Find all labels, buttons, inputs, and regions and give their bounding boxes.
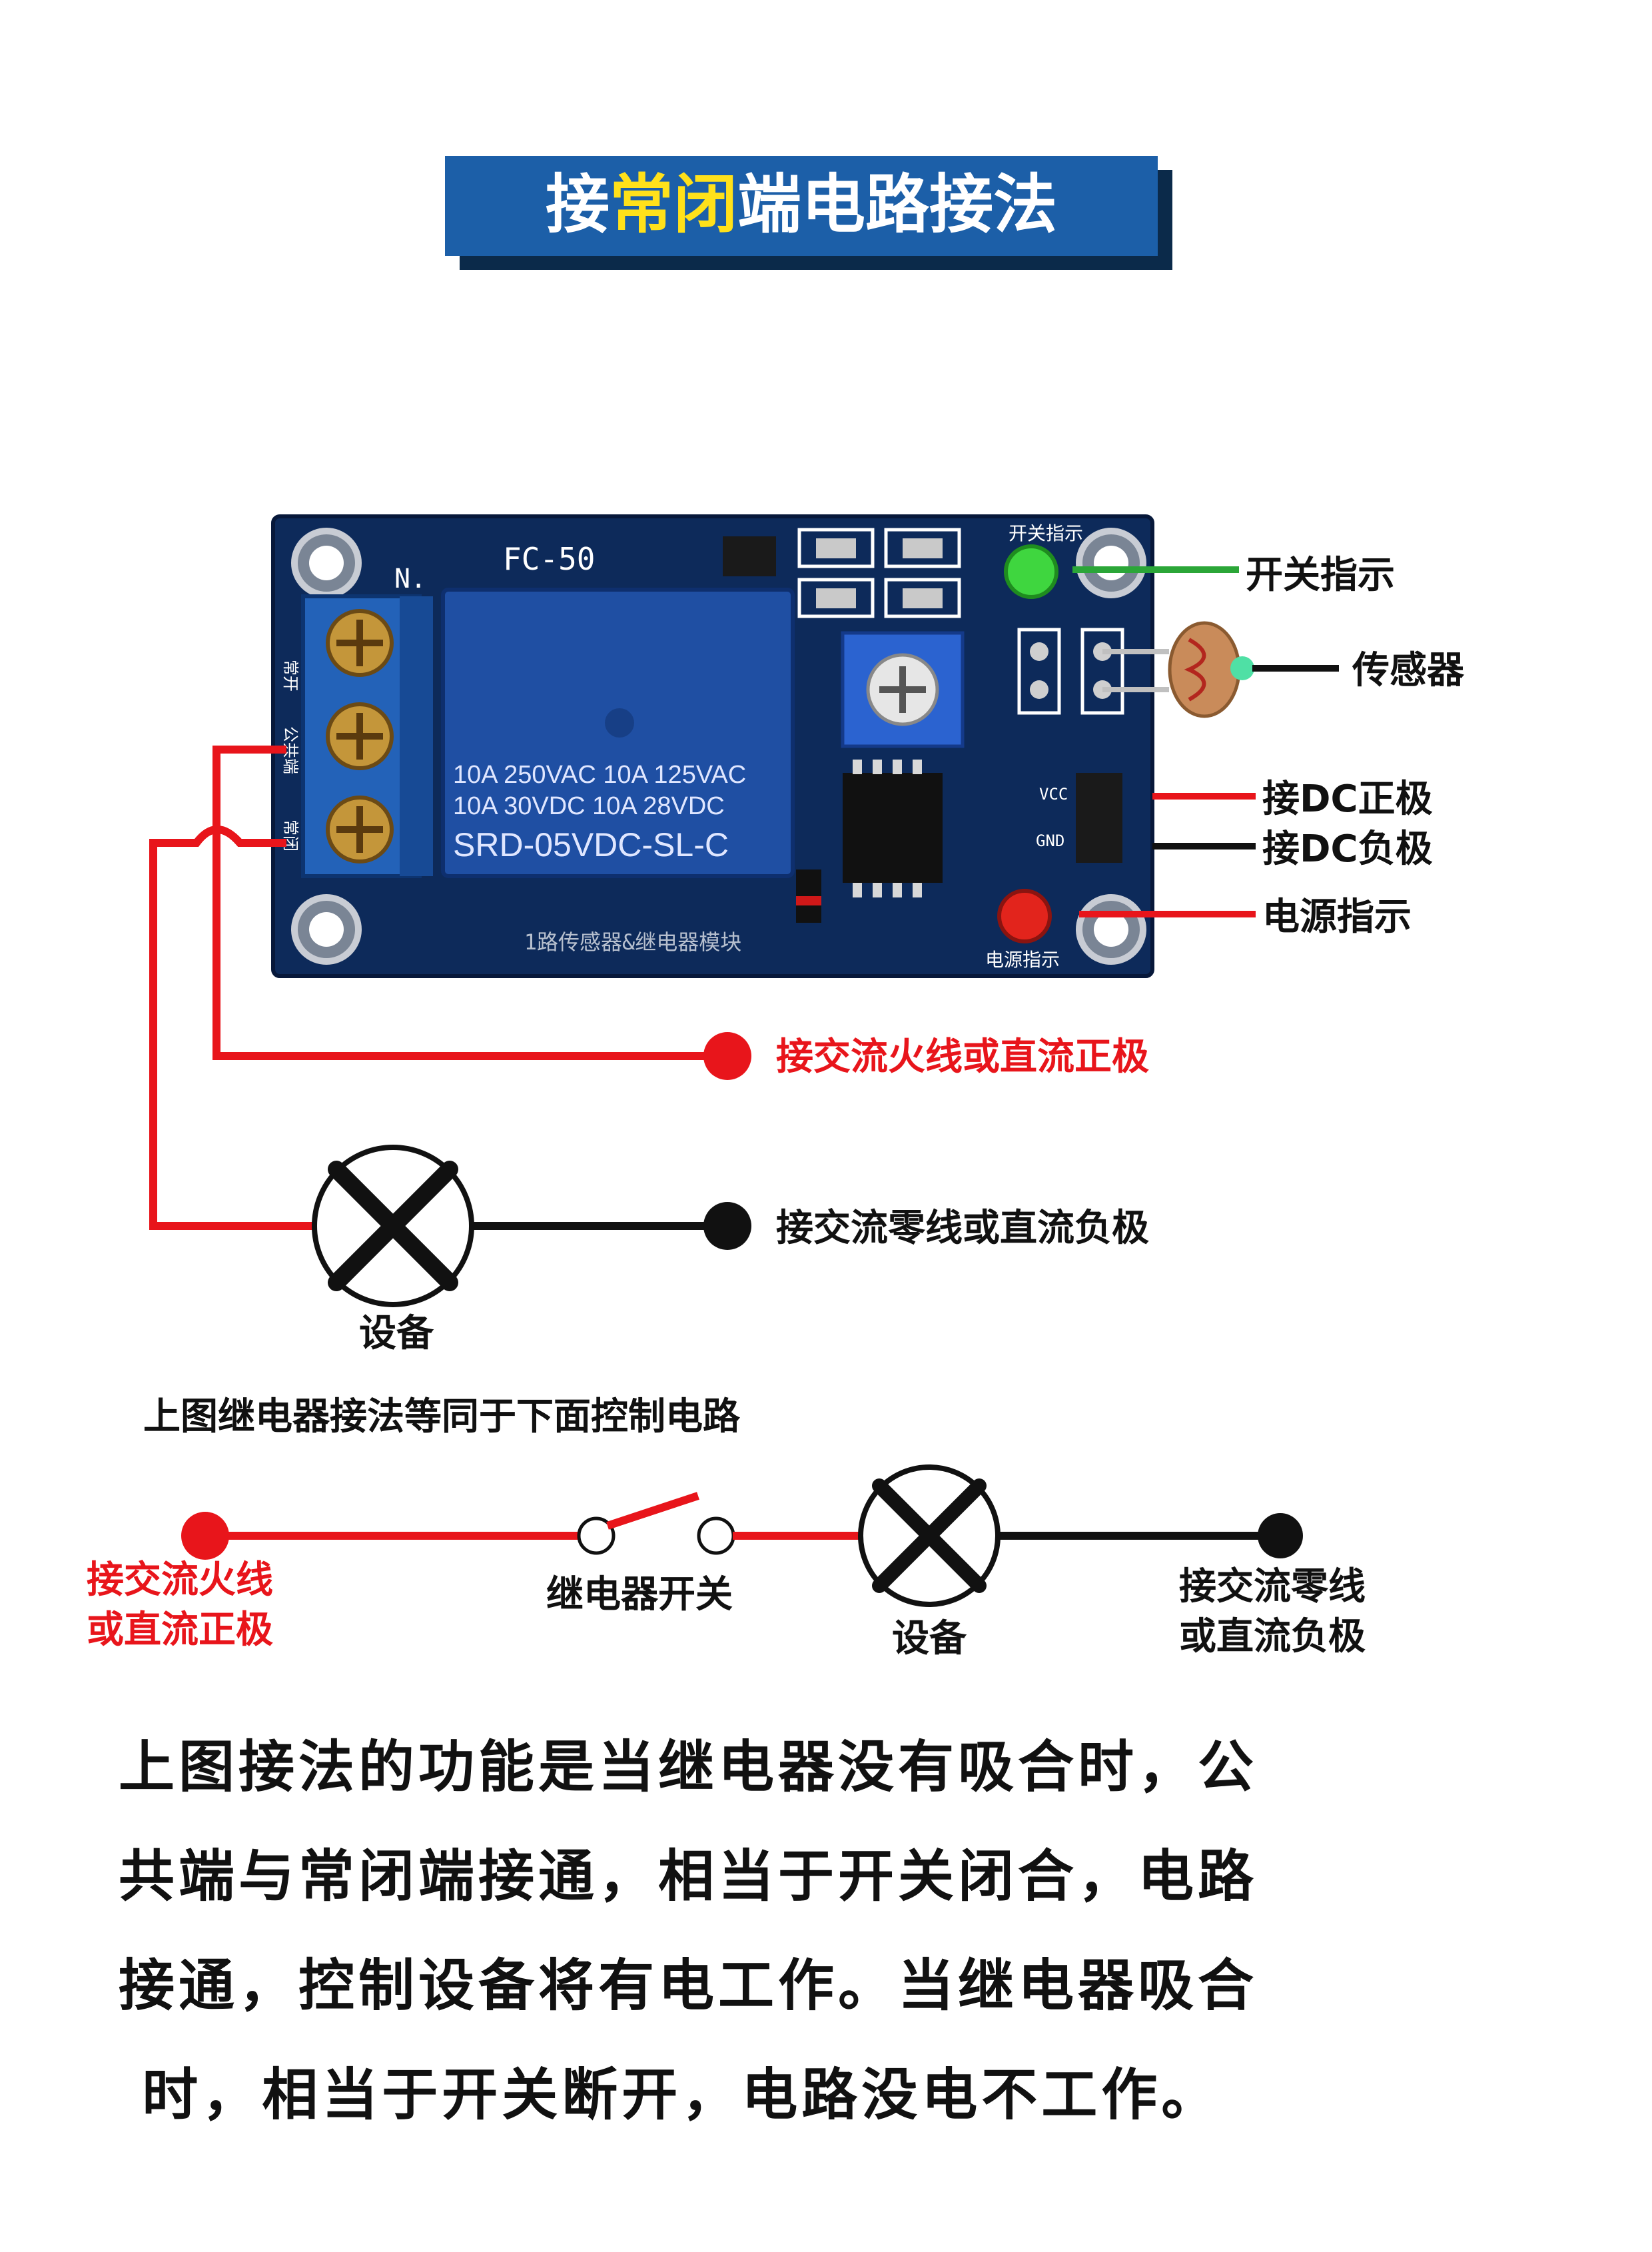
sensor-pad-2 [1030, 680, 1048, 699]
relay-switch-blade [606, 1492, 699, 1530]
eq-live-label-1: 接交流火线 [87, 1558, 273, 1602]
description-line-4: 时，相当于开关断开，电路没电不工作。 [119, 2062, 1222, 2127]
board-model-label: FC-50 [503, 541, 595, 577]
live-wire [212, 746, 719, 1060]
switch-contact-left [577, 1516, 616, 1555]
callout-dc-negative: 接DC负极 [1262, 828, 1433, 871]
sensor-callout-dot [1230, 656, 1254, 680]
relay-module: FC-50 N. 1路传感器&继电器模块 开关指示 电源指示 常开 公共端 常闭… [271, 514, 1241, 978]
mount-hole-bottom-right-inner [1094, 912, 1128, 947]
page-title: 接常闭端电路接法 [546, 167, 1057, 242]
mount-hole-top-left-inner [309, 546, 344, 580]
equivalent-heading: 上图继电器接法等同于下面控制电路 [143, 1395, 741, 1438]
power-header [1076, 773, 1122, 863]
transistor [723, 536, 776, 576]
device-label: 设备 [359, 1312, 434, 1355]
power-indicator-led [997, 889, 1052, 943]
eq-device-lamp-cross [872, 1478, 987, 1593]
neutral-label: 接交流零线或直流负极 [776, 1207, 1149, 1250]
nc-wire [149, 826, 313, 1230]
callout-switch-indicator: 开关指示 [1246, 554, 1395, 597]
smd-pads-top [797, 528, 961, 618]
relay-dimple [605, 708, 634, 738]
relay-spec-line-1: 10A 250VAC 10A 125VAC [453, 761, 746, 789]
eq-device-label: 设备 [892, 1617, 967, 1660]
photoresistor [1168, 621, 1241, 718]
title-highlight: 常闭 [610, 167, 737, 242]
screw-slot-2 [336, 713, 383, 760]
title-banner: 接常闭端电路接法 [445, 156, 1172, 270]
screw-slot-1 [336, 620, 383, 666]
callout-dc-positive: 接DC正极 [1262, 778, 1433, 821]
diode-band [796, 896, 821, 905]
eq-neutral-label-2: 或直流负极 [1179, 1615, 1366, 1658]
relay-model-label: SRD-05VDC-SL-C [453, 826, 729, 863]
live-terminal-dot [703, 1032, 751, 1080]
live-label: 接交流火线或直流正极 [776, 1035, 1149, 1079]
equivalent-circuit: 上图继电器接法等同于下面控制电路 接交流火线 或直流正极 继电器开关 设备 接交… [87, 1395, 1366, 1660]
neutral-terminal-dot [703, 1202, 751, 1250]
power-indicator-silk: 电源指示 [985, 949, 1060, 971]
switch-indicator-led [1004, 544, 1058, 599]
description-line-1: 上图接法的功能是当继电器没有吸合时，公 [119, 1734, 1258, 1800]
terminal-label-no: 常开 [281, 660, 300, 692]
smd-resistors-top [816, 538, 943, 608]
switch-contact-right [697, 1516, 735, 1555]
description-paragraph: 上图接法的功能是当继电器没有吸合时，公 共端与常闭端接通，相当于开关闭合，电路 … [119, 1712, 1371, 2149]
board-bottom-text: 1路传感器&继电器模块 [524, 929, 742, 955]
title-prefix: 接 [546, 167, 610, 242]
chip-pins [853, 760, 922, 897]
sensor-header [1017, 628, 1124, 715]
switch-indicator-silk: 开关指示 [1009, 522, 1083, 544]
terminal-block-side [400, 596, 433, 876]
sensor-leads [1102, 649, 1169, 692]
relay-switch-label: 继电器开关 [546, 1573, 733, 1616]
photoresistor-trace [1184, 638, 1206, 702]
title-box [445, 156, 1158, 256]
eq-live-dot [181, 1512, 229, 1560]
description-line-3: 接通，控制设备将有电工作。当继电器吸合 [119, 1953, 1258, 2018]
description-line-2: 共端与常闭端接通，相当于开关闭合，电路 [119, 1844, 1258, 1909]
vcc-silk: VCC [1039, 785, 1068, 804]
callout-power-indicator: 电源指示 [1262, 895, 1412, 939]
eq-neutral-label-1: 接交流零线 [1179, 1565, 1366, 1608]
screw-slot-3 [336, 806, 383, 853]
device-lamp-cross [328, 1161, 458, 1291]
eq-live-label-2: 或直流正极 [87, 1608, 273, 1652]
sensor-pad-1 [1030, 642, 1048, 661]
board-callouts: 开关指示 传感器 接DC正极 接DC负极 电源指示 [1072, 554, 1465, 939]
eq-neutral-dot [1258, 1513, 1303, 1558]
title-suffix: 端电路接法 [737, 167, 1057, 242]
board-n-label: N. [394, 564, 426, 594]
mount-hole-top-right-inner [1094, 546, 1128, 580]
callout-sensor: 传感器 [1352, 649, 1465, 692]
comparator-chip [843, 773, 943, 883]
potentiometer-slot [879, 666, 926, 713]
gnd-silk: GND [1036, 832, 1064, 850]
relay-spec-line-2: 10A 30VDC 10A 28VDC [453, 792, 725, 820]
mount-hole-bottom-left-inner [309, 912, 344, 947]
upper-wiring: 接交流火线或直流正极 设备 接交流零线或直流负极 [149, 746, 1149, 1355]
